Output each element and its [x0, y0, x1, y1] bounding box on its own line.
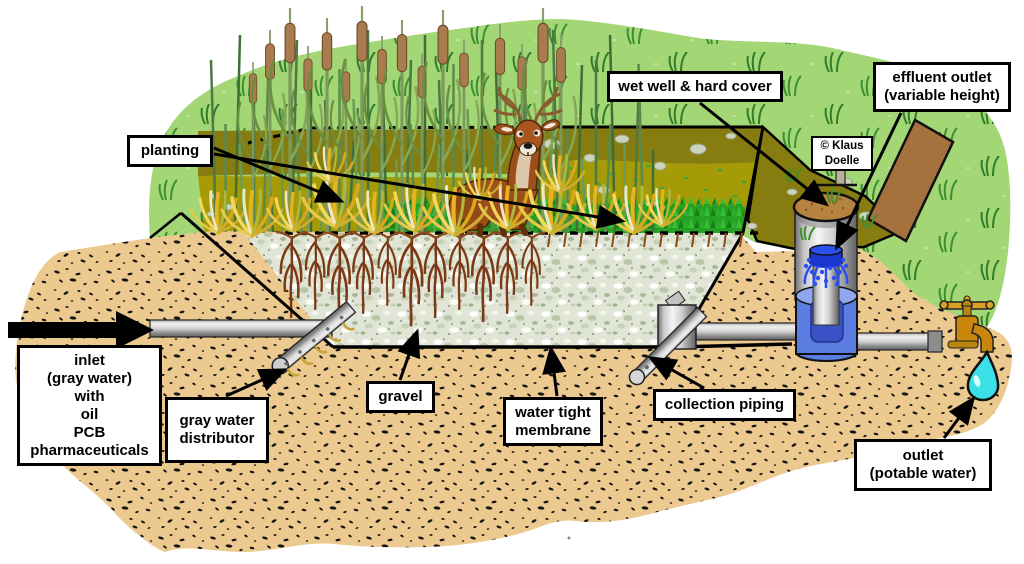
label-text: planting — [140, 142, 200, 159]
label-text: gray water — [179, 412, 255, 429]
soil-ground — [15, 231, 1013, 552]
label-inlet: inlet (gray water) with oil PCB pharmace… — [17, 345, 162, 466]
root-ticks — [547, 232, 743, 248]
credit-text: © Klaus — [820, 139, 864, 152]
label-membrane: water tight membrane — [503, 397, 603, 446]
label-outlet: outlet (potable water) — [854, 439, 992, 491]
label-planting: planting — [127, 135, 213, 167]
hard-cover — [792, 191, 860, 223]
inlet-flow-arrow — [8, 311, 154, 349]
label-text: (potable water) — [869, 465, 977, 482]
faucet — [939, 295, 1000, 402]
label-text: wet well & hard cover — [618, 77, 772, 95]
distributor-nozzles — [286, 322, 356, 377]
label-distributor: gray water distributor — [165, 397, 269, 463]
label-text: outlet — [902, 447, 944, 464]
label-effluent-outlet: effluent outlet (variable height) — [873, 62, 1011, 112]
inlet-pipe — [8, 311, 333, 349]
leader-planting-2 — [213, 152, 626, 229]
label-text: PCB — [73, 423, 106, 441]
label-text: distributor — [179, 430, 255, 447]
wooden-plank — [866, 118, 955, 243]
leader-membrane — [542, 345, 567, 397]
leader-wet-well — [699, 101, 830, 207]
leader-outlet — [942, 395, 976, 439]
effluent-fountain — [803, 244, 849, 288]
label-collection: collection piping — [653, 389, 796, 421]
deer-antlers — [493, 86, 563, 125]
label-wet-well: wet well & hard cover — [607, 71, 783, 102]
credit-sign: © Klaus Doelle — [811, 136, 873, 171]
credit-text: Doelle — [824, 154, 860, 167]
label-text: water tight — [515, 403, 591, 421]
label-text: (variable height) — [884, 87, 1000, 104]
leader-effluent — [835, 112, 903, 251]
wet-well — [792, 191, 860, 362]
label-text: effluent outlet — [892, 69, 992, 86]
leader-collection — [647, 356, 705, 390]
label-text: gravel — [378, 388, 423, 405]
leader-lines — [213, 101, 976, 439]
label-text: oil — [80, 405, 99, 423]
label-text: inlet — [74, 351, 105, 369]
label-text: pharmaceuticals — [30, 441, 149, 459]
label-text: collection piping — [664, 396, 785, 413]
leader-gravel — [397, 328, 421, 381]
water-drop — [966, 349, 1000, 402]
label-gravel: gravel — [366, 381, 435, 413]
label-text: membrane — [515, 421, 591, 439]
leader-distributor — [225, 368, 288, 398]
label-text: with — [74, 387, 105, 405]
label-text: (gray water) — [46, 369, 133, 387]
